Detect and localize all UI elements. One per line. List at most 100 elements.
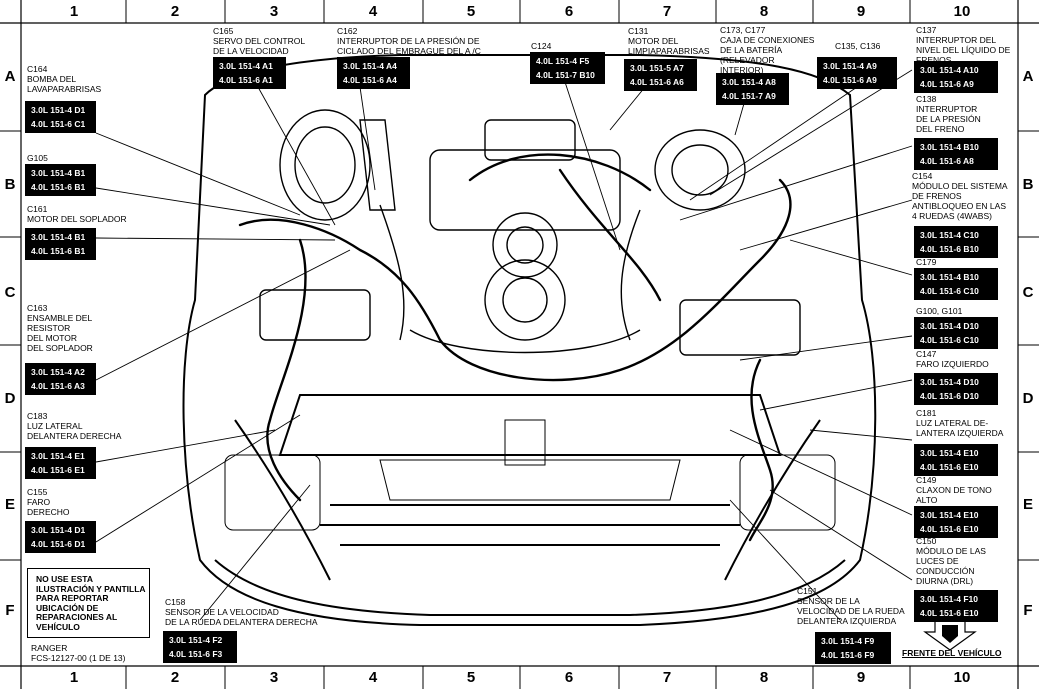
code-line: 3.0L 151-4 A1 bbox=[219, 61, 273, 71]
grid-col-6: 6 bbox=[564, 669, 574, 686]
grid-col-4: 4 bbox=[368, 669, 378, 686]
code-line: 4.0L 151-6 E1 bbox=[31, 465, 85, 475]
code-line: 3.0L 151-4 D1 bbox=[31, 105, 86, 115]
callout-c135-title: C135, C136 bbox=[835, 41, 881, 51]
callout-c179-title: C179 bbox=[916, 257, 937, 267]
code-line: 4.0L 151-6 D10 bbox=[920, 391, 979, 401]
code-line: 4.0L 151-6 A8 bbox=[920, 156, 974, 166]
code-line: 4.0L 151-6 F9 bbox=[821, 650, 875, 660]
callout-c154-codes: 3.0L 151-4 C10 4.0L 151-6 B10 bbox=[914, 226, 998, 258]
grid-col-1: 1 bbox=[69, 3, 79, 20]
front-of-vehicle-label: FRENTE DEL VEHÍCULO bbox=[902, 648, 1002, 658]
grid-row-e: E bbox=[1022, 496, 1033, 513]
callout-c163-codes: 3.0L 151-4 A2 4.0L 151-6 A3 bbox=[25, 363, 96, 395]
grid-row-f: F bbox=[1023, 602, 1033, 619]
code-line: 3.0L 151-4 E1 bbox=[31, 451, 85, 461]
code-line: 3.0L 151-5 A7 bbox=[630, 63, 684, 73]
grid-row-d: D bbox=[4, 390, 16, 407]
callout-c165-title: C165 SERVO DEL CONTROL DE LA VELOCIDAD bbox=[213, 26, 306, 56]
grid-col-6: 6 bbox=[564, 3, 574, 20]
callout-c155-title: C155 FARO DERECHO bbox=[27, 487, 70, 517]
callout-c154-title: C154 MÓDULO DEL SISTEMA DE FRENOS ANTIBL… bbox=[912, 171, 1008, 221]
callout-c183-title: C183 LUZ LATERAL DELANTERA DERECHA bbox=[27, 411, 122, 441]
grid-col-10: 10 bbox=[953, 669, 971, 686]
code-line: 3.0L 151-4 E10 bbox=[920, 510, 979, 520]
grid-row-b: B bbox=[1022, 176, 1034, 193]
callout-c151-title: C151 SENSOR DE LA VELOCIDAD DE LA RUEDA … bbox=[797, 586, 905, 626]
code-line: 4.0L 151-6 A9 bbox=[823, 75, 877, 85]
grid-col-8: 8 bbox=[759, 669, 769, 686]
code-line: 4.0L 151-4 F5 bbox=[536, 56, 590, 66]
callout-c150-codes: 3.0L 151-4 F10 4.0L 151-6 E10 bbox=[914, 590, 998, 622]
callout-c164-codes: 3.0L 151-4 D1 4.0L 151-6 C1 bbox=[25, 101, 96, 133]
callout-g105-title: G105 bbox=[27, 153, 48, 163]
callout-c150-title: C150 MÓDULO DE LAS LUCES DE CONDUCCIÓN D… bbox=[916, 536, 986, 586]
code-line: 3.0L 151-4 B10 bbox=[920, 142, 979, 152]
callout-c131-title: C131 MOTOR DEL LIMPIAPARABRISAS bbox=[628, 26, 710, 56]
grid-col-3: 3 bbox=[269, 669, 279, 686]
code-line: 4.0L 151-7 A9 bbox=[722, 91, 776, 101]
code-line: 4.0L 151-6 B1 bbox=[31, 246, 86, 256]
grid-col-7: 7 bbox=[662, 669, 672, 686]
code-line: 3.0L 151-4 A2 bbox=[31, 367, 85, 377]
code-line: 4.0L 151-6 B1 bbox=[31, 182, 86, 192]
grid-col-3: 3 bbox=[269, 3, 279, 20]
code-line: 4.0L 151-6 A1 bbox=[219, 75, 273, 85]
code-line: 3.0L 151-4 B1 bbox=[31, 168, 86, 178]
grid-col-9: 9 bbox=[856, 3, 866, 20]
callout-c173-title: C173, C177 CAJA DE CONEXIONES DE LA BATE… bbox=[720, 25, 815, 75]
grid-col-2: 2 bbox=[170, 669, 180, 686]
grid-row-b: B bbox=[4, 176, 16, 193]
callout-c155-codes: 3.0L 151-4 D1 4.0L 151-6 D1 bbox=[25, 521, 96, 553]
grid-col-8: 8 bbox=[759, 3, 769, 20]
code-line: 3.0L 151-4 F2 bbox=[169, 635, 223, 645]
code-line: 4.0L 151-6 B10 bbox=[920, 244, 979, 254]
callout-c183-codes: 3.0L 151-4 E1 4.0L 151-6 E1 bbox=[25, 447, 96, 479]
callout-c131-codes: 3.0L 151-5 A7 4.0L 151-6 A6 bbox=[624, 59, 697, 91]
callout-c138-title: C138 INTERRUPTOR DE LA PRESIÓN DEL FRENO bbox=[916, 94, 981, 134]
code-line: 3.0L 151-4 F10 bbox=[920, 594, 978, 604]
grid-col-9: 9 bbox=[856, 669, 866, 686]
grid-col-10: 10 bbox=[953, 3, 971, 20]
callout-c138-codes: 3.0L 151-4 B10 4.0L 151-6 A8 bbox=[914, 138, 998, 170]
code-line: 3.0L 151-4 B10 bbox=[920, 272, 979, 282]
callout-c158-title: C158 SENSOR DE LA VELOCIDAD DE LA RUEDA … bbox=[165, 597, 318, 627]
callout-c137-title: C137 INTERRUPTOR DEL NIVEL DEL LÍQUIDO D… bbox=[916, 25, 1011, 65]
grid-row-e: E bbox=[4, 496, 15, 513]
callout-c181-codes: 3.0L 151-4 E10 4.0L 151-6 E10 bbox=[914, 444, 998, 476]
code-line: 4.0L 151-6 A9 bbox=[920, 79, 974, 89]
callout-c124-codes: 4.0L 151-4 F5 4.0L 151-7 B10 bbox=[530, 52, 605, 84]
grid-row-c: C bbox=[4, 284, 16, 301]
callout-c137-codes: 3.0L 151-4 A10 4.0L 151-6 A9 bbox=[914, 61, 998, 93]
code-line: 4.0L 151-6 D1 bbox=[31, 539, 86, 549]
code-line: 3.0L 151-4 D10 bbox=[920, 321, 979, 331]
front-arrow-icon bbox=[923, 619, 977, 651]
callout-c161-title: C161 MOTOR DEL SOPLADOR bbox=[27, 204, 127, 224]
code-line: 3.0L 151-4 A4 bbox=[343, 61, 397, 71]
grid-col-5: 5 bbox=[466, 669, 476, 686]
grid-row-d: D bbox=[1022, 390, 1034, 407]
grid-row-a: A bbox=[4, 68, 16, 85]
code-line: 3.0L 151-4 C10 bbox=[920, 230, 979, 240]
callout-c179-codes: 3.0L 151-4 B10 4.0L 151-6 C10 bbox=[914, 268, 998, 300]
callout-c181-title: C181 LUZ LATERAL DE- LANTERA IZQUIERDA bbox=[916, 408, 1004, 438]
grid-col-5: 5 bbox=[466, 3, 476, 20]
code-line: 4.0L 151-6 C10 bbox=[920, 286, 979, 296]
callout-c149-codes: 3.0L 151-4 E10 4.0L 151-6 E10 bbox=[914, 506, 998, 538]
grid-col-2: 2 bbox=[170, 3, 180, 20]
code-line: 4.0L 151-6 A3 bbox=[31, 381, 85, 391]
grid-row-c: C bbox=[1022, 284, 1034, 301]
grid-row-f: F bbox=[5, 602, 15, 619]
callout-g100-title: G100, G101 bbox=[916, 306, 963, 316]
grid-col-7: 7 bbox=[662, 3, 672, 20]
code-line: 3.0L 151-4 A8 bbox=[722, 77, 776, 87]
code-line: 4.0L 151-6 E10 bbox=[920, 524, 979, 534]
callout-c149-title: C149 CLAXON DE TONO ALTO bbox=[916, 475, 992, 505]
callout-c163-title: C163 ENSAMBLE DEL RESISTOR DEL MOTOR DEL… bbox=[27, 303, 93, 353]
code-line: 4.0L 151-6 E10 bbox=[920, 462, 979, 472]
code-line: 3.0L 151-4 B1 bbox=[31, 232, 86, 242]
callout-c147-codes: 3.0L 151-4 D10 4.0L 151-6 D10 bbox=[914, 373, 998, 405]
callout-c124-title: C124 bbox=[531, 41, 552, 51]
figure-reference: FCS-12127-00 (1 DE 13) bbox=[31, 653, 126, 663]
